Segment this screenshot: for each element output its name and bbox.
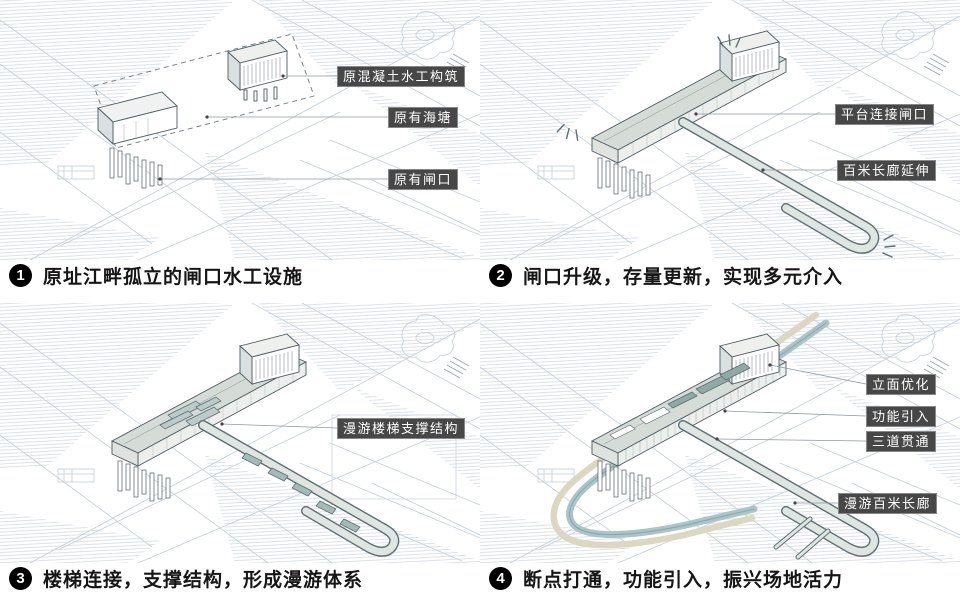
label-original-sluice: 原有闸口 — [388, 169, 459, 190]
teal-deck-panels — [667, 362, 751, 409]
stair-pods — [241, 452, 361, 533]
label-three-paths-through: 三道贯通 — [866, 431, 937, 452]
step-number-badge: 2 — [489, 264, 512, 287]
label-hundred-meter-corridor: 百米长廊延伸 — [837, 160, 937, 181]
drawing-platform-corridor — [480, 0, 960, 261]
leader-lines — [715, 363, 867, 505]
concrete-block-right — [227, 39, 288, 102]
stair-cluster — [159, 396, 222, 430]
caption-text: 断点打通，功能引入，振兴场地活力 — [523, 570, 844, 591]
caption-step-2: 2 闸口升级，存量更新，实现多元介入 — [489, 262, 843, 289]
sluice-block-left — [97, 91, 178, 146]
panel-stair-system: 漫游楼梯支撑结构 3 楼梯连接，支撑结构，形成漫游体系 — [0, 303, 480, 605]
caption-step-3: 3 楼梯连接，支撑结构，形成漫游体系 — [9, 565, 363, 592]
label-original-seawall: 原有海塘 — [388, 107, 459, 128]
panel-final-activation: 立面优化 功能引入 三道贯通 漫游百米长廊 4 断点打通，功能引入，振兴场地活力 — [480, 303, 960, 605]
step-number-badge: 3 — [9, 567, 32, 590]
walkway-branches — [773, 516, 831, 560]
caption-text: 原址江畔孤立的闸口水工设施 — [43, 267, 304, 288]
caption-text: 闸口升级，存量更新，实现多元介入 — [523, 267, 844, 288]
faint-reference-box — [331, 414, 457, 500]
leader-lines — [220, 422, 338, 429]
leader-lines — [694, 112, 837, 172]
leader-lines — [158, 74, 388, 181]
panel-existing-condition: 原混凝土水工构筑 原有海塘 原有闸口 1 原址江畔孤立的闸口水工设施 — [0, 0, 480, 302]
label-roaming-stair-structure: 漫游楼梯支撑结构 — [337, 418, 466, 439]
label-function-introduction: 功能引入 — [866, 406, 937, 427]
label-original-concrete-structure: 原混凝土水工构筑 — [337, 66, 466, 87]
caption-step-1: 1 原址江畔孤立的闸口水工设施 — [9, 262, 303, 289]
label-facade-optimization: 立面优化 — [866, 374, 937, 395]
deck-boxes — [609, 406, 671, 440]
step-number-badge: 4 — [489, 567, 512, 590]
caption-step-4: 4 断点打通，功能引入，振兴场地活力 — [489, 565, 843, 592]
label-roaming-corridor: 漫游百米长廊 — [838, 493, 938, 514]
drawing-stair-supports — [0, 303, 480, 564]
panel-platform-upgrade: 平台连接闸口 百米长廊延伸 2 闸口升级，存量更新，实现多元介入 — [480, 0, 960, 302]
drawing-activated-site — [480, 303, 960, 564]
drawing-existing-sluice — [0, 0, 480, 261]
caption-text: 楼梯连接，支撑结构，形成漫游体系 — [43, 570, 364, 591]
step-number-badge: 1 — [9, 264, 32, 287]
label-platform-connects-sluice: 平台连接闸口 — [835, 104, 935, 125]
